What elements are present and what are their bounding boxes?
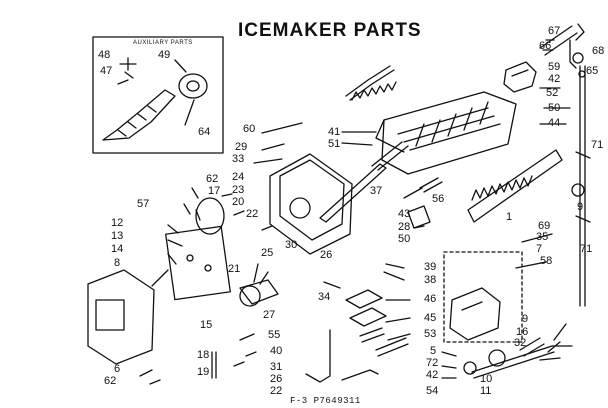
part-label: 6 bbox=[114, 363, 121, 375]
part-label: 38 bbox=[424, 274, 437, 286]
part-label: 9 bbox=[577, 201, 584, 213]
part-label: 44 bbox=[548, 117, 561, 129]
part-label: 27 bbox=[263, 309, 276, 321]
part-label: 34 bbox=[318, 291, 331, 303]
part-label: 11 bbox=[480, 385, 492, 397]
part-label: 23 bbox=[232, 184, 245, 196]
part-label: 9 bbox=[522, 313, 529, 325]
part-label: 21 bbox=[228, 263, 241, 275]
part-label: 40 bbox=[270, 345, 283, 357]
part-label: 59 bbox=[548, 61, 561, 73]
part-label: 60 bbox=[243, 123, 256, 135]
part-label: 16 bbox=[516, 326, 529, 338]
part-label: 13 bbox=[111, 230, 124, 242]
part-label: 30 bbox=[285, 239, 298, 251]
part-label: 22 bbox=[270, 385, 283, 397]
part-label: 55 bbox=[268, 329, 281, 341]
part-label: 1 bbox=[506, 211, 513, 223]
part-label: 14 bbox=[111, 243, 124, 255]
part-label: 26 bbox=[270, 373, 283, 385]
part-label: 69 bbox=[538, 220, 551, 232]
part-label: 43 bbox=[398, 208, 411, 220]
part-label: 31 bbox=[270, 361, 283, 373]
part-label: 50 bbox=[398, 233, 411, 245]
part-label: 29 bbox=[235, 141, 248, 153]
part-label: 37 bbox=[370, 185, 383, 197]
part-label: 50 bbox=[548, 102, 561, 114]
part-label: 24 bbox=[232, 171, 245, 183]
part-label: 5 bbox=[430, 345, 437, 357]
part-label: 71 bbox=[580, 243, 593, 255]
part-label: 67 bbox=[548, 25, 561, 37]
part-label: 54 bbox=[426, 385, 439, 397]
part-label: 72 bbox=[426, 357, 439, 369]
part-label: 68 bbox=[592, 45, 605, 57]
part-label: 17 bbox=[208, 185, 221, 197]
part-label: 66 bbox=[539, 40, 552, 52]
part-label: 47 bbox=[100, 65, 113, 77]
part-label: 51 bbox=[328, 138, 341, 150]
part-label: 48 bbox=[98, 49, 111, 61]
part-label: 64 bbox=[198, 126, 211, 138]
part-label: 57 bbox=[137, 198, 150, 210]
part-label: 33 bbox=[232, 153, 245, 165]
part-label: 22 bbox=[246, 208, 259, 220]
part-label: 52 bbox=[546, 87, 559, 99]
part-label: 7 bbox=[536, 243, 543, 255]
part-label: 53 bbox=[424, 328, 437, 340]
part-label: 39 bbox=[424, 261, 437, 273]
part-label: 12 bbox=[111, 217, 124, 229]
part-label: 20 bbox=[232, 196, 245, 208]
part-label: 28 bbox=[398, 221, 411, 233]
part-label: 18 bbox=[197, 349, 210, 361]
part-label: 62 bbox=[206, 173, 219, 185]
part-label: 25 bbox=[261, 247, 274, 259]
part-label: 32 bbox=[514, 337, 527, 349]
part-label: 15 bbox=[200, 319, 213, 331]
part-label: 65 bbox=[586, 65, 599, 77]
diagram-title: ICEMAKER PARTS bbox=[238, 20, 422, 41]
part-label: 45 bbox=[424, 312, 437, 324]
part-label: 58 bbox=[540, 255, 553, 267]
part-label: 26 bbox=[320, 249, 333, 261]
auxiliary-parts-inset bbox=[92, 36, 224, 154]
diagram-footer-code: F-3 P7649311 bbox=[290, 396, 361, 406]
part-label: 71 bbox=[591, 139, 604, 151]
part-label: 42 bbox=[548, 73, 561, 85]
part-label: 62 bbox=[104, 375, 117, 387]
part-label: 56 bbox=[432, 193, 445, 205]
auxiliary-parts-heading: AUXILIARY PARTS bbox=[133, 40, 193, 46]
part-label: 8 bbox=[114, 257, 121, 269]
part-label: 10 bbox=[480, 373, 493, 385]
part-label: 35 bbox=[536, 231, 549, 243]
part-label: 42 bbox=[426, 369, 439, 381]
part-label: 19 bbox=[197, 366, 210, 378]
part-label: 46 bbox=[424, 293, 437, 305]
part-label: 41 bbox=[328, 126, 341, 138]
part-label: 49 bbox=[158, 49, 171, 61]
